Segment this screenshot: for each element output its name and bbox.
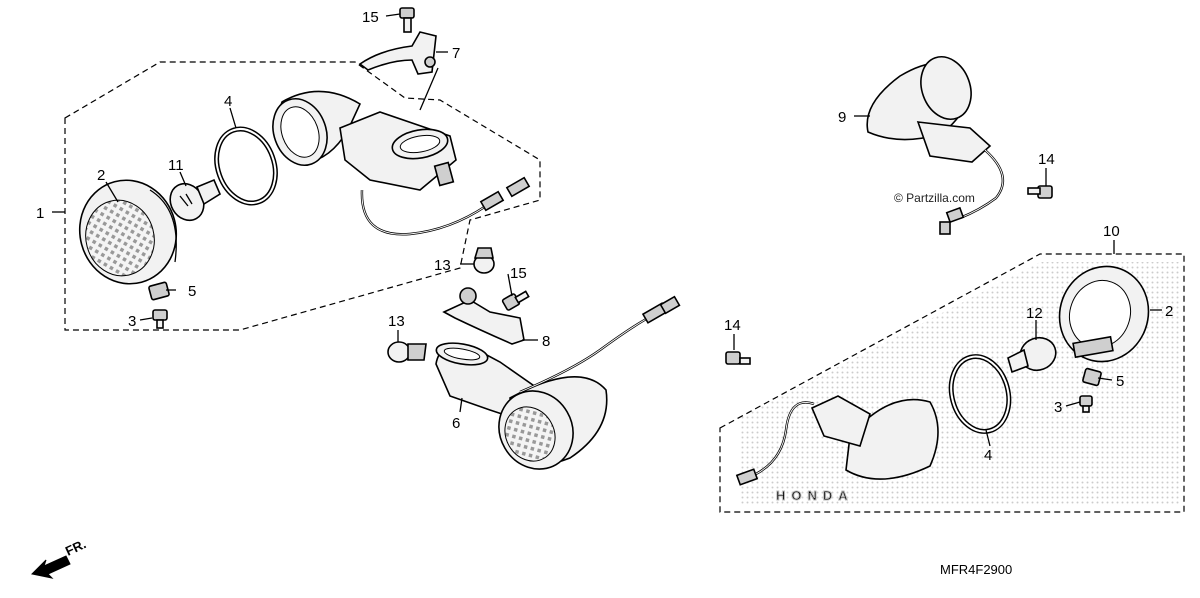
callout-12: 12 [1026,305,1043,322]
bracket-mid[interactable] [442,287,525,345]
callout-13-top: 13 [434,257,451,274]
diagram-code: MFR4F2900 [940,562,1012,577]
rim-left[interactable] [207,121,286,212]
turn-signal-housing-right[interactable] [735,395,939,486]
nut-left[interactable] [148,281,170,301]
bracket-top[interactable] [358,31,439,111]
callout-11: 11 [168,157,184,174]
turn-signal-housing-mid[interactable] [435,295,681,483]
rear-right-turn-signal-assembly: HONDA [719,253,1185,513]
callout-14-left: 14 [724,317,741,334]
callout-2-left: 2 [97,167,105,184]
nut-right[interactable] [1082,367,1102,387]
turn-signal-housing-left[interactable] [264,90,531,236]
screw-right[interactable] [1079,395,1093,413]
fr-label: FR. [63,536,88,558]
callout-7: 7 [452,45,460,62]
bolt-right-left[interactable] [725,351,751,365]
socket-top[interactable] [473,247,495,274]
callout-15-mid: 15 [510,265,527,282]
callout-1: 1 [36,205,44,222]
callout-15-top: 15 [362,9,379,26]
honda-watermark: HONDA [776,488,854,503]
callout-5-right: 5 [1116,373,1124,390]
turn-signal-housing-right-top[interactable] [866,50,1005,235]
callout-4-right: 4 [984,447,992,464]
bolt-right-top[interactable] [1027,185,1053,199]
callout-6: 6 [452,415,460,432]
bulb-left[interactable] [164,178,222,227]
callout-2-right: 2 [1165,303,1173,320]
bulb-right[interactable] [1007,333,1060,375]
callout-13-bottom: 13 [388,313,405,330]
bolt-top[interactable] [399,7,415,33]
partzilla-watermark: © Partzilla.com [894,191,975,205]
callout-10: 10 [1103,223,1120,240]
front-left-turn-signal-assembly [64,7,541,331]
turn-signal-middle-assembly [387,287,681,483]
callout-8: 8 [542,333,550,350]
front-direction-arrow: FR. [30,536,88,579]
lens-left[interactable] [68,169,188,294]
rim-right[interactable] [943,350,1017,438]
bolt-mid[interactable] [501,290,530,311]
leader-lines [52,13,1162,447]
lens-right[interactable] [1046,254,1162,374]
turn-signal-right-top [866,50,1053,235]
callout-3-left: 3 [128,313,136,330]
socket-bottom[interactable] [387,341,427,363]
callout-14-top: 14 [1038,151,1055,168]
screw-left[interactable] [152,309,168,329]
callout-4-left: 4 [224,93,232,110]
callout-9: 9 [838,109,846,126]
callout-5-left: 5 [188,283,196,300]
callout-3-right: 3 [1054,399,1062,416]
